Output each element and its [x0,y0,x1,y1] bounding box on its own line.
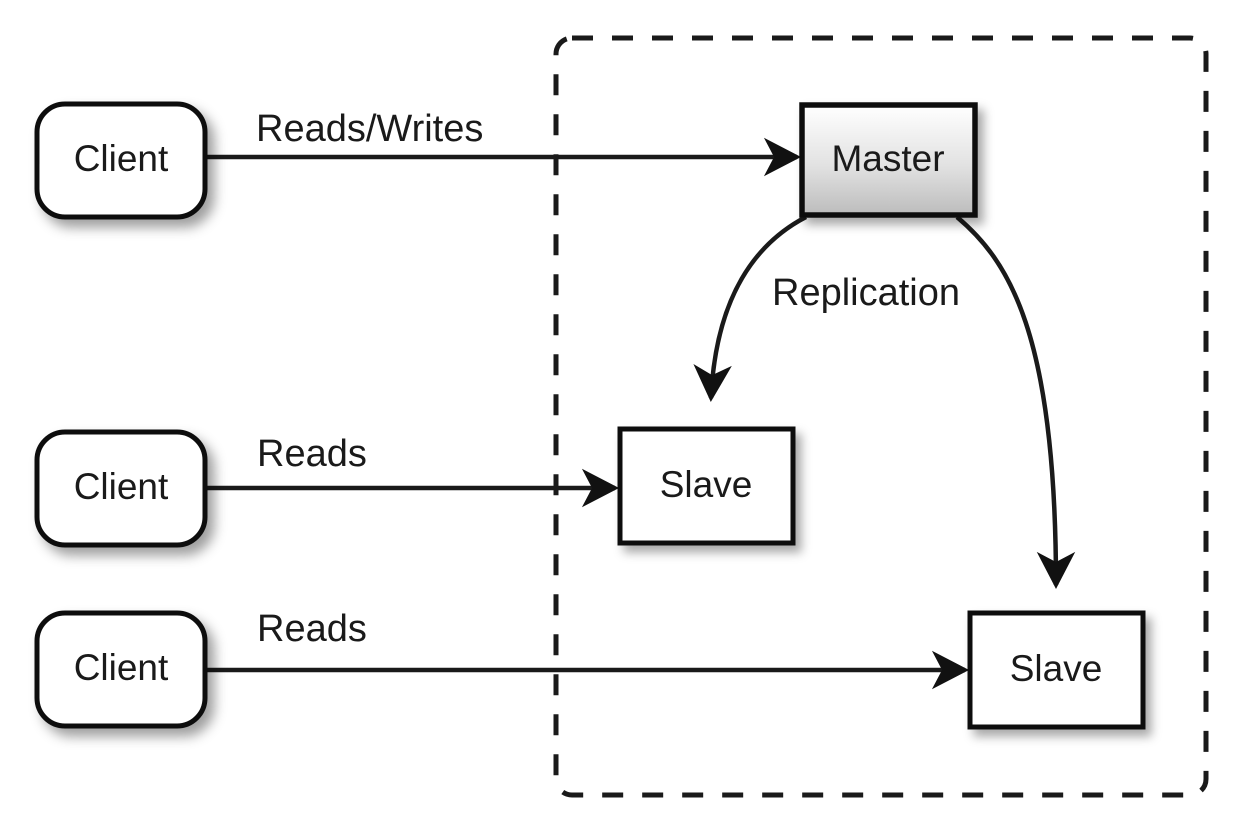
slave-box[interactable] [967,610,1146,730]
slave-node-2[interactable]: Slave [967,610,1146,730]
client-box[interactable] [34,610,208,729]
edge-label-reads-2: Reads [257,608,367,650]
client-label: Client [74,466,169,507]
edge-master-to-slave1-replication [693,215,808,403]
client-label: Client [74,138,169,179]
client-box[interactable] [34,429,208,548]
slave-node-1[interactable]: Slave [617,426,796,546]
client-box[interactable] [34,101,208,220]
edge-labels-layer: Reads/Writes Reads Reads Replication [256,108,960,650]
edge-label-replication: Replication [772,272,960,314]
edge-label-reads-writes: Reads/Writes [256,108,483,150]
master-label: Master [831,138,944,179]
master-box[interactable] [799,102,978,218]
edge-label-reads-1: Reads [257,433,367,475]
client-node-2[interactable]: Client [34,429,208,548]
edge-master-to-slave2-replication [955,215,1076,590]
slave-label: Slave [660,464,753,505]
slave-label: Slave [1010,648,1103,689]
database-cluster-boundary [553,35,1209,798]
client-node-3[interactable]: Client [34,610,208,729]
client-node-1[interactable]: Client [34,101,208,220]
master-node[interactable]: Master [799,102,978,218]
client-label: Client [74,647,169,688]
slave-box[interactable] [617,426,796,546]
edges-layer [205,137,1076,690]
